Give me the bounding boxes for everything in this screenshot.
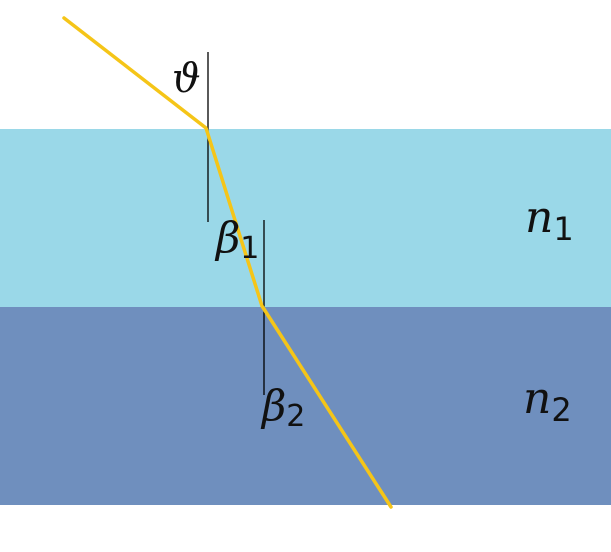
refraction-angle-1-subscript: 1	[240, 231, 259, 266]
medium-1-label: n1	[525, 192, 574, 248]
medium-1-symbol: n	[525, 192, 553, 243]
refraction-angle-2-symbol: β	[260, 381, 286, 430]
incidence-angle-label: ϑ	[172, 56, 201, 102]
medium-1-subscript: 1	[553, 210, 573, 248]
light-ray	[62, 16, 393, 509]
medium-2-subscript: 2	[551, 391, 571, 429]
refraction-angle-2-subscript: 2	[286, 399, 305, 434]
medium-layer-1	[0, 129, 611, 307]
refraction-angle-2-label: β2	[260, 381, 305, 434]
medium-layer-2	[0, 307, 611, 505]
refraction-angle-1-label: β1	[214, 213, 259, 266]
refraction-angle-1-symbol: β	[214, 213, 240, 262]
medium-2-symbol: n	[523, 373, 551, 424]
medium-2-label: n2	[523, 373, 572, 429]
